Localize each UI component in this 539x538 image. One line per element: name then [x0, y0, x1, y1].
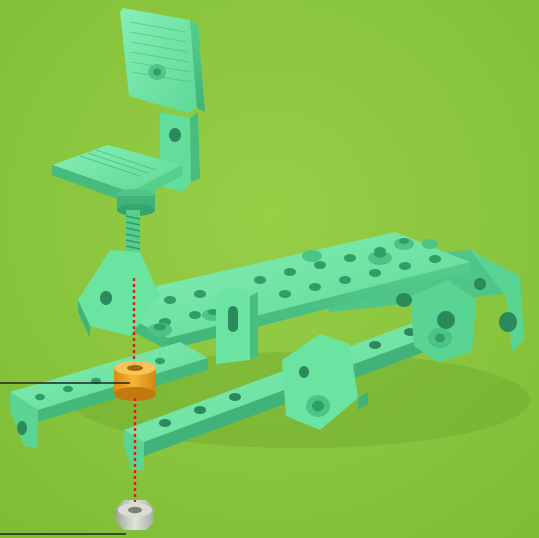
centre-upright	[216, 287, 258, 364]
spacer-collar	[114, 361, 156, 401]
rail-hole	[499, 312, 517, 332]
slot-hole	[228, 306, 238, 332]
hex-nut	[116, 500, 154, 530]
bracket-hole	[169, 128, 181, 142]
